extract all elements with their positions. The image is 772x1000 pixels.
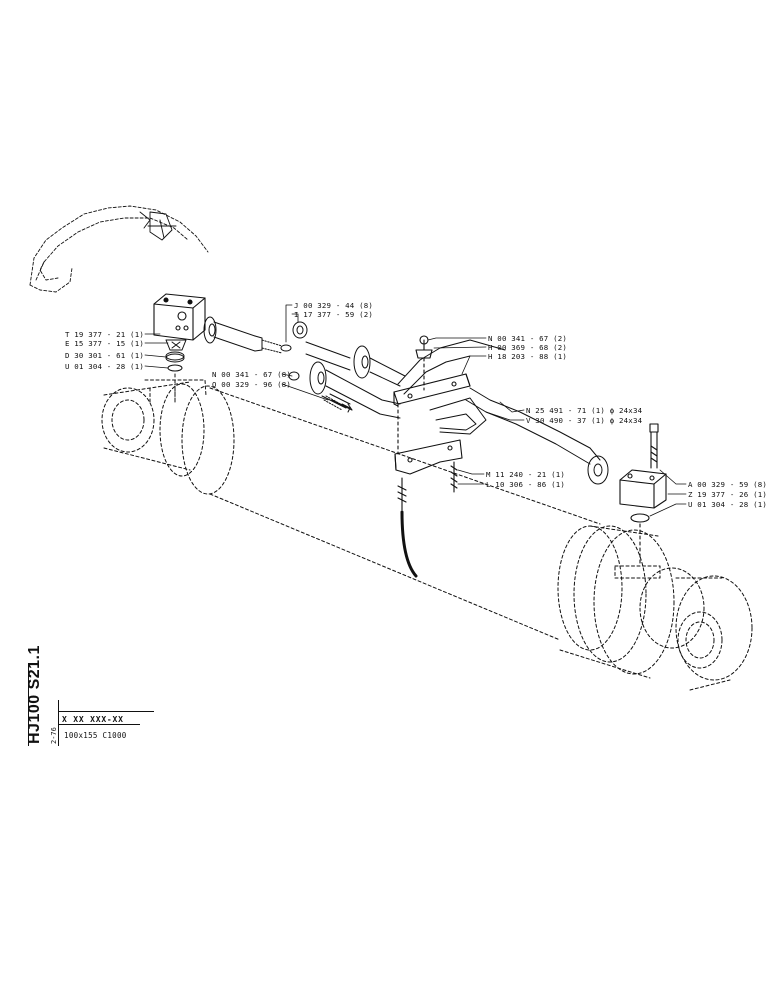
excavator-thumbnail-icon bbox=[29, 205, 209, 293]
part-number-field: X XX XXX-XX bbox=[62, 715, 124, 724]
drawing-code: HJ100 S21.1 bbox=[26, 645, 43, 744]
long-pipes bbox=[397, 339, 609, 485]
label-pipe-n25: N 25 491 - 71 (1) ϕ 24x34 bbox=[526, 406, 643, 415]
label-part-j: J 00 329 - 44 (8) bbox=[294, 301, 374, 310]
title-block-line-top bbox=[58, 711, 154, 712]
leader-lines bbox=[144, 304, 687, 517]
label-part-a: A 00 329 - 59 (8) bbox=[688, 480, 768, 489]
valve-block-left bbox=[153, 293, 206, 341]
title-block-frame bbox=[28, 664, 49, 746]
label-part-m: M 11 240 - 21 (1) bbox=[486, 470, 566, 479]
label-pipe-v: V 30 490 - 37 (1) ϕ 24x34 bbox=[526, 416, 643, 425]
clamp-bracket-bottom bbox=[394, 403, 463, 578]
bolt-q bbox=[321, 395, 351, 413]
title-block-line-vert bbox=[58, 700, 59, 746]
label-part-i: I 17 377 - 59 (2) bbox=[294, 310, 374, 319]
label-part-u-right: U 01 304 - 28 (1) bbox=[688, 500, 768, 509]
valve-block-right bbox=[619, 423, 667, 565]
label-part-h-203: H 18 203 - 88 (1) bbox=[488, 352, 568, 361]
upper-pipe bbox=[203, 316, 406, 387]
lower-pipe bbox=[288, 361, 401, 419]
title-block-line-mid bbox=[58, 724, 140, 725]
label-part-h-369: H 00 369 - 68 (2) bbox=[488, 343, 568, 352]
label-part-z: Z 19 377 - 26 (1) bbox=[688, 490, 768, 499]
fitting-stack-left bbox=[165, 339, 187, 403]
label-part-u: U 01 304 - 28 (1) bbox=[64, 362, 144, 371]
hydraulic-cylinder bbox=[101, 379, 753, 691]
label-part-l: L 10 306 - 86 (1) bbox=[486, 480, 566, 489]
model-field: 100x155 C1000 bbox=[64, 731, 127, 740]
label-part-q: Q 00 329 - 96 (8) bbox=[212, 380, 292, 389]
label-part-n-2: N 00 341 - 67 (2) bbox=[488, 334, 568, 343]
label-part-t: T 19 377 - 21 (1) bbox=[64, 330, 144, 339]
drawing-date: 2-76 bbox=[50, 727, 58, 744]
label-part-n-8: N 00 341 - 67 (8) bbox=[212, 370, 292, 379]
label-part-d: D 30 301 - 61 (1) bbox=[64, 351, 144, 360]
clamp-bracket-top bbox=[393, 335, 471, 407]
label-part-e: E 15 377 - 15 (1) bbox=[64, 339, 144, 348]
